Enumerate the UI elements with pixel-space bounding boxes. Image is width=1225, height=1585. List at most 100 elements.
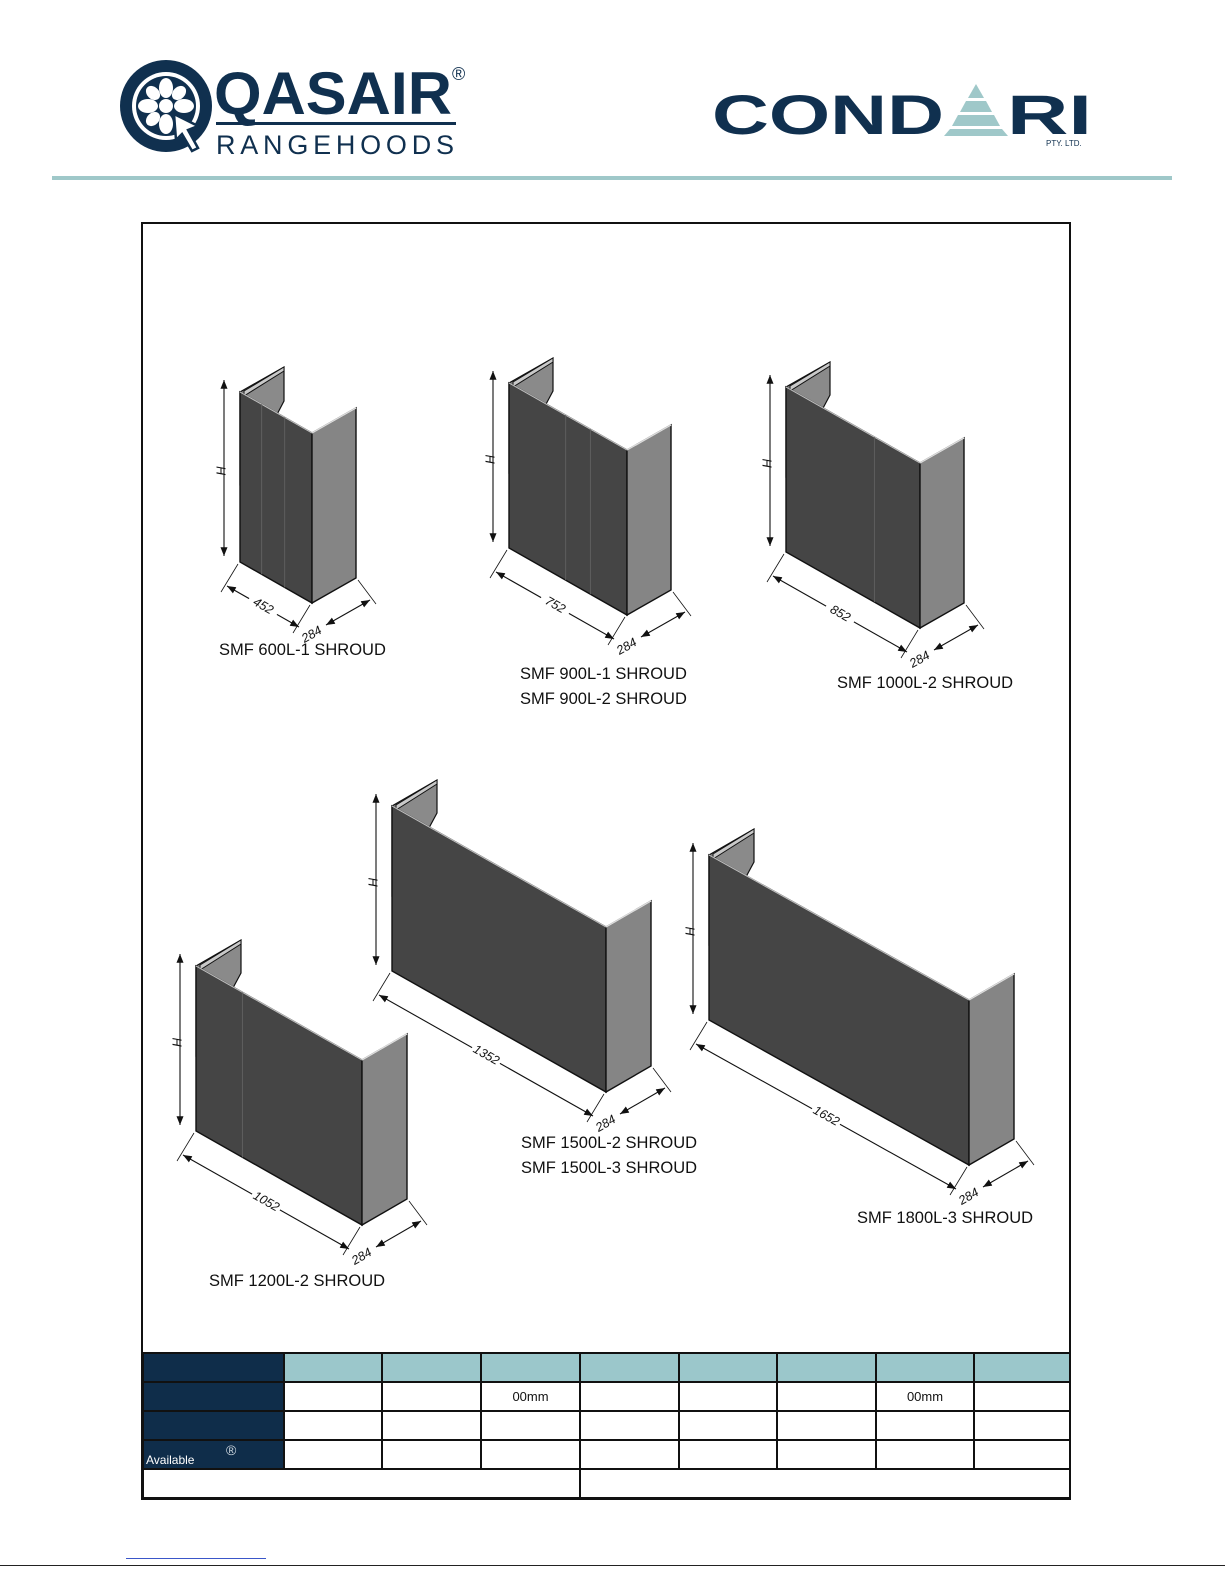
table-header-cell [283,1352,383,1383]
top-edge [968,973,1015,1001]
depth-dimension-line [640,611,686,638]
front-panel [391,804,607,1094]
depth-dimension-line [619,1087,666,1115]
table-cell [776,1439,877,1470]
caption-smf-1500l-3: SMF 1500L-3 SHROUD [521,1159,698,1177]
height-dimension-label: H [170,1037,184,1047]
pyramid-icon [944,84,1008,136]
table-cell [381,1439,482,1470]
extension-line [1015,1140,1035,1166]
extension-line [949,1166,968,1196]
rangehoods-wordmark: RANGEHOODS [216,130,454,160]
table-cell [283,1439,383,1470]
table-header-cell [973,1352,1071,1383]
top-edge [391,805,607,928]
table-header-cell [776,1352,877,1383]
top-edge [239,391,313,434]
front-panel [195,964,363,1227]
available-label: Available [146,1453,195,1467]
footer-link[interactable] [126,1558,266,1559]
side-panel [311,406,357,605]
table-footer-row [142,1468,1071,1499]
table-row: 00mm 00mm [142,1381,1071,1412]
caption-smf-900l-2: SMF 900L-2 SHROUD [520,690,687,708]
depth-dimension-label: 284 [613,635,639,658]
extension-line [292,604,311,634]
qasair-rangehoods-logo: QASAIR ® RANGEHOODS [120,60,465,160]
top-edge [605,900,652,928]
registered-mark: ® [452,64,465,84]
side-panel [605,899,652,1094]
extension-line [176,1132,195,1162]
table-row [142,1410,1071,1441]
extension-line [672,591,692,617]
height-dimension-label: H [683,926,697,936]
front-panel [508,381,628,617]
qasair-logo-divider [216,122,456,125]
table-header-cell [579,1352,680,1383]
extension-line [965,604,985,630]
table-header-cell [381,1352,482,1383]
side-panel [968,972,1015,1167]
cursor-arrow-icon [172,111,202,153]
caption-smf-600l-1: SMF 600L-1 SHROUD [219,641,386,659]
depth-dimension-label: 284 [348,1245,374,1268]
top-edge [195,965,363,1061]
dimension-label-bg [822,599,858,629]
table-cell [579,1381,680,1412]
table-cell [776,1381,877,1412]
top-edge [626,424,672,451]
table-cell [875,1439,975,1470]
table-cell [480,1410,581,1441]
depth-dimension-line [375,1220,422,1248]
table-cell [678,1381,778,1412]
extension-line [766,553,785,583]
header-divider [52,176,1172,180]
drawing-frame [141,222,1071,1500]
caption-smf-1500l-2: SMF 1500L-2 SHROUD [521,1134,698,1152]
table-cell: 00mm [480,1381,581,1412]
table-cell [283,1410,383,1441]
top-edge [311,407,357,434]
dimension-label-bg [468,1040,504,1071]
dimension-label-bg [245,591,281,622]
caption-smf-1200l-2: SMF 1200L-2 SHROUD [209,1272,386,1290]
extension-line [652,1067,672,1093]
side-panel [919,436,965,630]
height-dimension-label: H [760,458,774,468]
condari-wordmark-right: RI [1007,84,1092,146]
extension-line [357,579,377,605]
spec-table: 00mm 00mm Available ® [142,1352,1071,1499]
caption-smf-1000l-2: SMF 1000L-2 SHROUD [837,674,1014,692]
front-panel [785,385,921,630]
table-header-cell [678,1352,778,1383]
table-cell [480,1439,581,1470]
table-cell [973,1439,1071,1470]
table-cell [678,1410,778,1441]
front-panel [239,390,313,605]
top-edge [785,386,921,464]
table-row: Available ® [142,1439,1071,1470]
table-header-cell [480,1352,581,1383]
height-dimension-label: H [366,877,380,887]
table-cell [776,1410,877,1441]
table-header-cell [875,1352,975,1383]
depth-dimension-line [325,599,371,626]
height-dimension-label: H [483,454,497,464]
registered-symbol: ® [226,1442,237,1458]
depth-dimension-label: 284 [592,1112,618,1135]
side-panel [626,423,672,617]
qasair-wordmark: QASAIR [214,60,452,127]
table-footer-cell-left [142,1468,581,1499]
table-cell [973,1410,1071,1441]
top-edge [919,437,965,464]
extension-line [372,972,391,1002]
fan-icon [138,78,194,134]
extension-line [489,549,508,579]
